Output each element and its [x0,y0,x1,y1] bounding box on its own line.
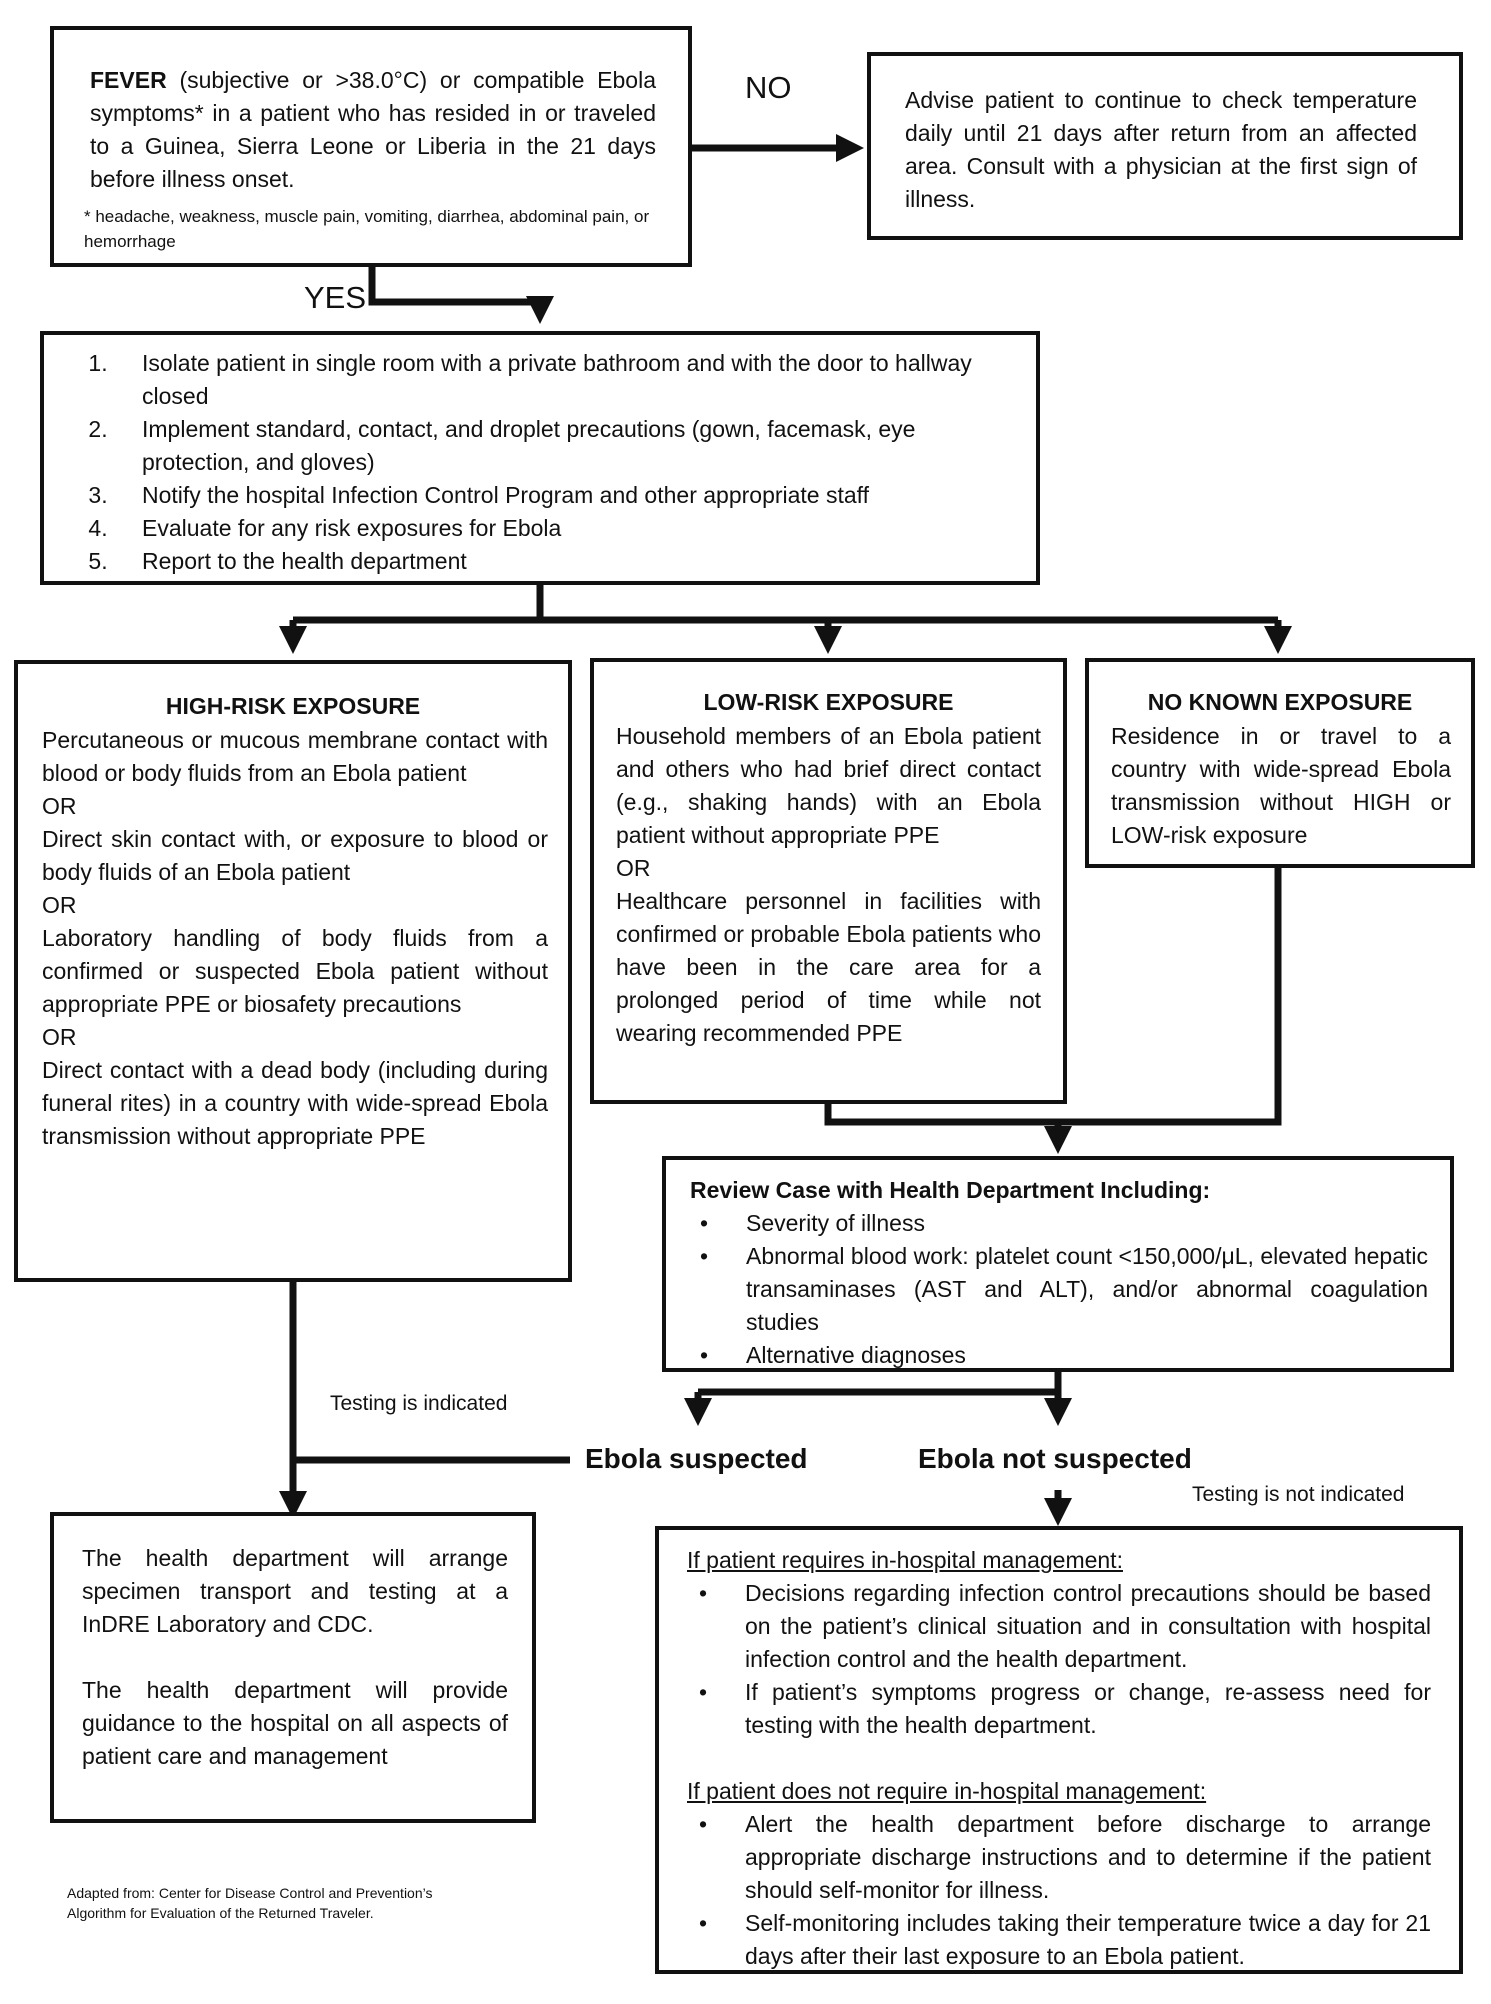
no-exposure-box: NO KNOWN EXPOSURE Residence in or travel… [1085,658,1475,868]
initial-steps-box: Isolate patient in single room with a pr… [40,331,1040,585]
source-line: Algorithm for Evaluation of the Returned… [67,1905,374,1921]
or-separator: OR [616,855,651,881]
step-item: Notify the hospital Infection Control Pr… [114,479,1024,512]
yes-label: YES [304,280,367,315]
high-risk-criterion: Laboratory handling of body fluids from … [42,925,548,1017]
management-item: Alert the health department before disch… [699,1808,1431,1907]
management-box: If patient requires in-hospital manageme… [655,1526,1463,1974]
testing-not-indicated-label: Testing is not indicated [1192,1483,1405,1506]
source-note: Adapted from: Center for Disease Control… [67,1883,433,1923]
guidance-text: The health department will provide guida… [82,1677,508,1769]
advise-text: Advise patient to continue to check temp… [905,87,1417,212]
high-risk-criterion: Direct contact with a dead body (includi… [42,1057,548,1149]
low-risk-criterion: Household members of an Ebola patient an… [616,723,1041,848]
testing-arrangement-text: The health department will arrange speci… [82,1545,508,1637]
testing-indicated-label: Testing is indicated [330,1392,508,1415]
high-risk-criterion: Direct skin contact with, or exposure to… [42,826,548,885]
source-line: Adapted from: Center for Disease Control… [67,1885,433,1901]
high-risk-title: HIGH-RISK EXPOSURE [165,693,421,719]
yes-arrow [368,267,554,324]
fever-lead: FEVER [90,67,167,93]
or-separator: OR [42,1024,77,1050]
management-item: If patient’s symptoms progress or change… [699,1676,1431,1742]
management-item: Self-monitoring includes taking their te… [699,1907,1431,1973]
step-item: Implement standard, contact, and droplet… [114,413,1024,479]
in-hospital-items: Decisions regarding infection control pr… [687,1577,1431,1742]
review-item: Severity of illness [700,1207,1428,1240]
no-exposure-title: NO KNOWN EXPOSURE [1147,689,1413,715]
review-box: Review Case with Health Department Inclu… [662,1156,1454,1372]
low-to-review [824,868,1282,1126]
review-item: Alternative diagnoses [700,1339,1428,1372]
low-risk-criterion: Healthcare personnel in facilities with … [616,888,1041,1046]
step-item: Isolate patient in single room with a pr… [114,347,1024,413]
review-title: Review Case with Health Department Inclu… [690,1177,1211,1203]
step-item: Evaluate for any risk exposures for Ebol… [114,512,1024,545]
discharge-heading: If patient does not require in-hospital … [687,1778,1207,1804]
fever-criteria-box: FEVER (subjective or >38.0°C) or compati… [50,26,692,267]
no-label: NO [745,70,792,105]
no-exposure-text: Residence in or travel to a country with… [1111,723,1451,848]
step-item: Report to the health department [114,545,1024,578]
or-separator: OR [42,793,77,819]
symptoms-footnote: * headache, weakness, muscle pain, vomit… [84,207,650,251]
management-item: Decisions regarding infection control pr… [699,1577,1431,1676]
ebola-not-suspected-label: Ebola not suspected [918,1443,1192,1474]
discharge-items: Alert the health department before disch… [687,1808,1431,1973]
advise-box: Advise patient to continue to check temp… [867,52,1463,240]
or-separator: OR [42,892,77,918]
in-hospital-heading: If patient requires in-hospital manageme… [687,1547,1123,1573]
review-item: Abnormal blood work: platelet count <150… [700,1240,1428,1339]
low-risk-title: LOW-RISK EXPOSURE [703,689,954,715]
review-items: Severity of illness Abnormal blood work:… [688,1207,1428,1372]
low-risk-box: LOW-RISK EXPOSURE Household members of a… [590,658,1067,1104]
health-department-box: The health department will arrange speci… [50,1512,536,1823]
initial-steps-list: Isolate patient in single room with a pr… [44,347,1024,578]
high-risk-criterion: Percutaneous or mucous membrane contact … [42,727,548,786]
fever-criteria-text: (subjective or >38.0°C) or compatible Eb… [90,67,656,192]
ebola-suspected-label: Ebola suspected [585,1443,808,1474]
high-risk-box: HIGH-RISK EXPOSURE Percutaneous or mucou… [14,660,572,1282]
